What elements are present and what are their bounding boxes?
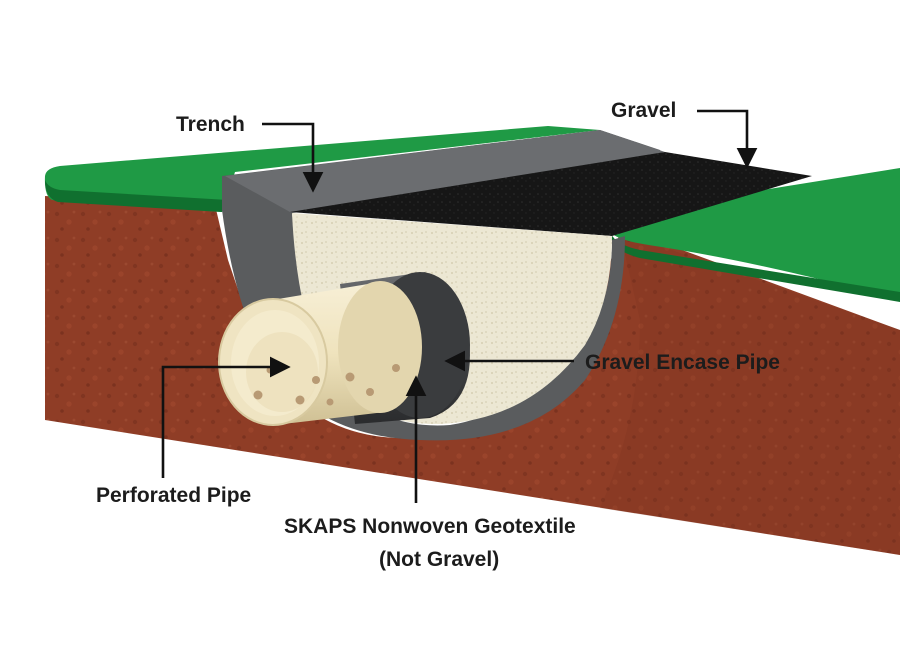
perforated-pipe-leader-line xyxy=(161,356,291,478)
gravel-label: Gravel xyxy=(611,99,676,122)
perforated-pipe-label: Perforated Pipe xyxy=(96,484,251,507)
gravel-top-layer xyxy=(290,152,812,236)
geotextile-label: SKAPS Nonwoven Geotextile xyxy=(284,515,576,538)
perforation-hole xyxy=(366,388,374,396)
grass-left xyxy=(44,126,600,212)
pipe-inner-shadow xyxy=(246,332,318,412)
perforation-hole xyxy=(392,364,400,372)
grass-right xyxy=(609,168,900,300)
perforation-hole xyxy=(345,372,355,382)
pipe-body-far-end xyxy=(338,281,422,413)
perforation-hole xyxy=(312,376,320,384)
geotextile-note-label: (Not Gravel) xyxy=(379,548,499,571)
grass-left-edge xyxy=(45,180,228,212)
soil-right-shading xyxy=(600,232,900,555)
gravel-encase-pipe-label: Gravel Encase Pipe xyxy=(585,351,780,374)
perforation-hole xyxy=(326,398,334,406)
geotextile-back-wall xyxy=(225,130,665,212)
trench-label: Trench xyxy=(176,113,245,136)
trench-leader-line xyxy=(262,122,324,193)
perforation-hole xyxy=(295,395,305,405)
perforation-hole xyxy=(253,390,263,400)
soil-front-face xyxy=(45,196,900,555)
grass-right-edge xyxy=(609,230,900,302)
gravel-leader-line xyxy=(697,109,758,169)
